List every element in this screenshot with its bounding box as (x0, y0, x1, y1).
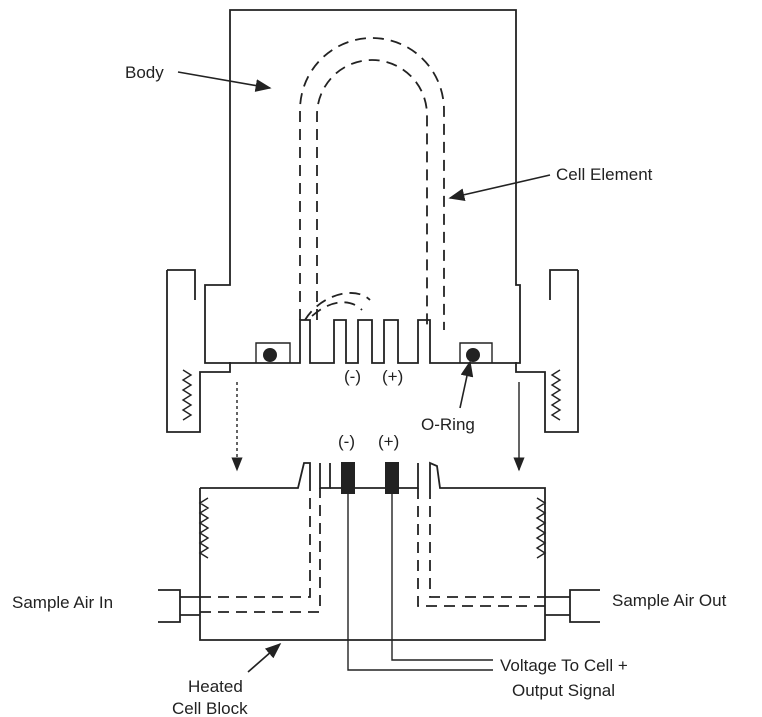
cell-element-leader-arrow (448, 174, 551, 202)
o-ring-left (255, 342, 291, 363)
cell-element-label: Cell Element (556, 165, 653, 184)
signal-wires (347, 494, 493, 671)
air-channel-in (158, 488, 321, 623)
body-housing (204, 9, 521, 364)
electrode-positive (385, 462, 399, 494)
sample-air-out-label: Sample Air Out (612, 591, 727, 610)
electrode-negative (341, 462, 355, 494)
voltage-label-line2: Output Signal (512, 681, 615, 700)
left-clamp (166, 269, 231, 433)
heated-block-leader-arrow (247, 642, 282, 673)
voltage-label-line1: Voltage To Cell + (500, 656, 628, 675)
body-label: Body (125, 63, 164, 82)
heated-label-line1: Heated (188, 677, 243, 696)
o-ring-right (459, 342, 493, 363)
sample-air-in-label: Sample Air In (12, 593, 113, 612)
air-channel-out (417, 488, 600, 623)
lower-neg-label: (-) (338, 432, 355, 451)
upper-neg-label: (-) (344, 367, 361, 386)
lower-pos-label: (+) (378, 432, 399, 451)
heated-cell-block (198, 461, 547, 641)
cell-element (299, 37, 445, 330)
o-ring-leader-arrow (459, 360, 474, 409)
o-ring-label: O-Ring (421, 415, 475, 434)
upper-pos-label: (+) (382, 367, 403, 386)
heated-label-line2: Cell Block (172, 699, 248, 717)
right-clamp (515, 269, 579, 433)
body-leader-arrow (177, 71, 272, 92)
